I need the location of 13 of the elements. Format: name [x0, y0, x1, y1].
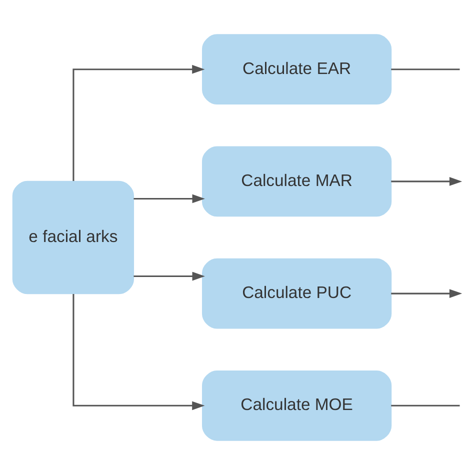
arrow	[72, 293, 205, 410]
node-box: Calculate PUC	[202, 258, 392, 328]
connector	[391, 68, 460, 70]
connector	[391, 404, 460, 406]
node-box: Calculate EAR	[202, 34, 392, 104]
arrow	[391, 176, 462, 186]
arrow	[134, 271, 205, 280]
arrow	[72, 64, 205, 181]
node-box: e facial arks	[12, 180, 134, 294]
arrow	[134, 194, 205, 203]
arrow	[391, 288, 462, 298]
node-box: Calculate MOE	[202, 370, 392, 440]
node-box: Calculate MAR	[202, 146, 392, 216]
